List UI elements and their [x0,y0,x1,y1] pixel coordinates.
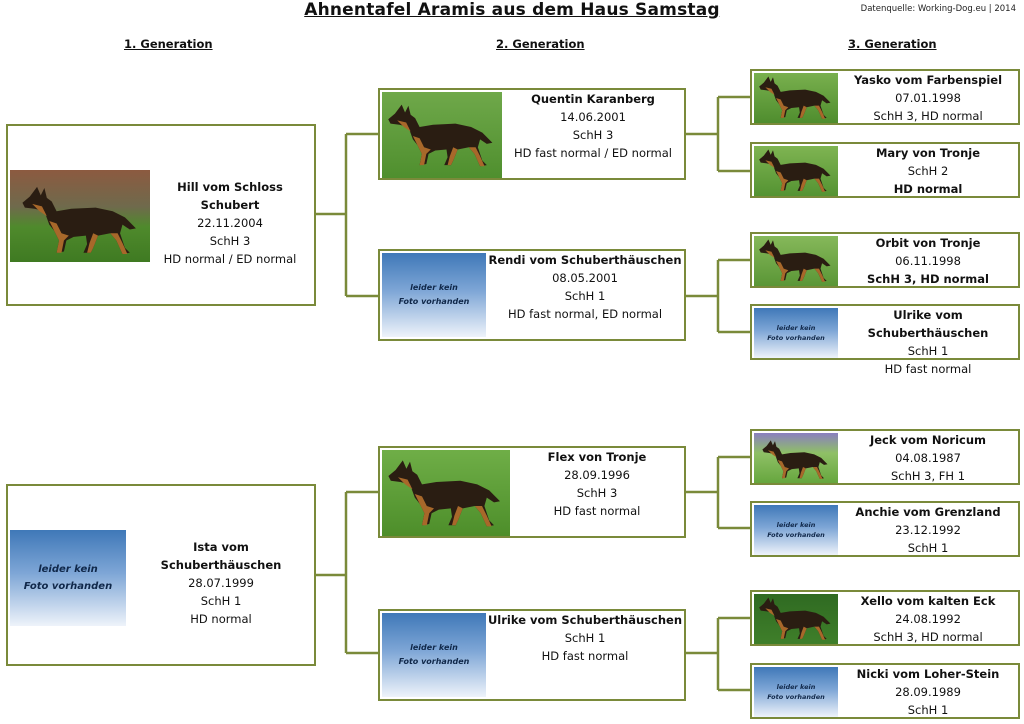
no-photo-text-2: Foto vorhanden [767,693,825,701]
pedigree-card-orbit: Orbit von Tronje 06.11.1998 SchH 3, HD n… [750,232,1020,288]
dog-birthdate: 28.07.1999 [188,576,254,590]
generation-2-heading: 2. Generation [496,37,585,51]
pedigree-card-jeck: Jeck vom Noricum 04.08.1987 SchH 3, FH 1 [750,429,1020,485]
no-photo-text-2: Foto vorhanden [767,531,825,539]
dog-birthdate: 06.11.1998 [895,254,961,268]
dog-name: Flex von Tronje [547,450,647,464]
dog-title: SchH 1 [907,344,949,358]
no-photo-text-1: leider kein [776,520,816,529]
dog-birthdate: 24.08.1992 [895,612,961,626]
dog-title: SchH 1 [564,631,606,645]
dog-name: Quentin Karanberg [531,92,655,106]
dog-name: Nicki vom Loher-Stein [856,667,1000,681]
no-photo-text-1: leider kein [38,564,98,575]
data-source: Datenquelle: Working-Dog.eu | 2014 [860,4,1016,14]
dog-birthdate: 23.12.1992 [895,523,961,537]
dog-name: Mary von Tronje [875,146,981,160]
no-photo-placeholder: leider kein Foto vorhanden [382,613,486,697]
page-title: Ahnentafel Aramis aus dem Haus Samstag [304,0,720,20]
no-photo-text-1: leider kein [410,283,458,293]
dog-birthdate: 28.09.1996 [564,468,630,482]
no-photo-text-1: leider kein [776,682,816,691]
dog-title: SchH 3 [576,486,618,500]
dog-name: Rendi vom Schuberthäuschen [488,253,682,267]
dog-name: Ulrike vom Schuberthäuschen [487,613,683,627]
pedigree-card-ulrike-2: leider kein Foto vorhanden Ulrike vom Sc… [378,609,686,701]
dog-health: HD fast normal [541,649,629,663]
pedigree-card-ulrike-1: leider kein Foto vorhanden Ulrike vom Sc… [750,304,1020,376]
dog-title: SchH 3 [572,128,614,142]
dog-birthdate: 04.08.1987 [895,451,961,465]
no-photo-placeholder: leider kein Foto vorhanden [10,530,126,626]
dog-name: Orbit von Tronje [875,236,981,250]
dog-name: Anchie vom Grenzland [855,505,1001,519]
dog-health: HD fast normal, ED normal [507,307,663,321]
dog-photo [754,594,838,644]
dog-health: HD fast normal / ED normal [514,146,672,160]
pedigree-card-nicki: leider kein Foto vorhanden Nicki vom Loh… [750,663,1020,719]
no-photo-text-1: leider kein [410,643,458,653]
dog-photo [754,73,838,123]
pedigree-card-rendi: leider kein Foto vorhanden Rendi vom Sch… [378,249,686,341]
dog-health: HD fast normal [884,362,972,376]
dog-title: SchH 3, HD normal [873,630,983,644]
generation-3-heading: 3. Generation [848,37,937,51]
dog-birthdate: 14.06.2001 [560,110,626,124]
pedigree-card-quentin: Quentin Karanberg 14.06.2001 SchH 3 HD f… [378,88,686,180]
dog-title: SchH 3, HD normal [873,109,983,123]
pedigree-card-ista: leider kein Foto vorhanden Ista vom Schu… [6,484,316,666]
no-photo-text-2: Foto vorhanden [398,297,470,306]
generation-1-heading: 1. Generation [124,37,213,51]
no-photo-text-2: Foto vorhanden [23,581,113,592]
dog-photo [382,450,510,536]
dog-name: Ista vom Schuberthäuschen [160,540,282,572]
no-photo-placeholder: leider kein Foto vorhanden [754,308,838,358]
dog-name: Hill vom Schloss Schubert [177,180,283,212]
dog-name: Jeck vom Noricum [869,433,987,447]
dog-birthdate: 28.09.1989 [895,685,961,699]
pedigree-card-anchie: leider kein Foto vorhanden Anchie vom Gr… [750,501,1020,557]
no-photo-text-2: Foto vorhanden [398,657,470,666]
dog-health: HD normal / ED normal [163,252,297,266]
dog-title: SchH 3, FH 1 [890,469,966,483]
dog-title: SchH 1 [564,289,606,303]
dog-birthdate: 07.01.1998 [895,91,961,105]
pedigree-card-mary: Mary von Tronje SchH 2 HD normal [750,142,1020,198]
dog-birthdate: 08.05.2001 [552,271,618,285]
dog-title: SchH 1 [907,541,949,555]
pedigree-card-hill: Hill vom Schloss Schubert 22.11.2004 Sch… [6,124,316,306]
no-photo-text-2: Foto vorhanden [767,334,825,342]
dog-title: SchH 1 [200,594,242,608]
no-photo-placeholder: leider kein Foto vorhanden [754,667,838,717]
no-photo-text-1: leider kein [776,323,816,332]
dog-health: HD fast normal [553,504,641,518]
dog-health: HD normal [190,612,252,626]
dog-photo [10,170,150,262]
pedigree-card-flex: Flex von Tronje 28.09.1996 SchH 3 HD fas… [378,446,686,538]
pedigree-card-xello: Xello vom kalten Eck 24.08.1992 SchH 3, … [750,590,1020,646]
dog-name: Xello vom kalten Eck [860,594,996,608]
no-photo-placeholder: leider kein Foto vorhanden [754,505,838,555]
dog-title: SchH 2 [907,164,949,178]
dog-photo [754,236,838,286]
dog-photo [382,92,502,178]
pedigree-card-yasko: Yasko vom Farbenspiel 07.01.1998 SchH 3,… [750,69,1020,125]
dog-title: SchH 3, HD normal [867,272,989,286]
no-photo-placeholder: leider kein Foto vorhanden [382,253,486,337]
dog-title: SchH 1 [907,703,949,717]
dog-name: Ulrike vom Schuberthäuschen [867,308,989,340]
dog-photo [754,146,838,196]
dog-photo [754,433,838,483]
dog-health: HD normal [893,182,963,196]
dog-birthdate: 22.11.2004 [197,216,263,230]
dog-title: SchH 3 [209,234,251,248]
dog-name: Yasko vom Farbenspiel [853,73,1003,87]
